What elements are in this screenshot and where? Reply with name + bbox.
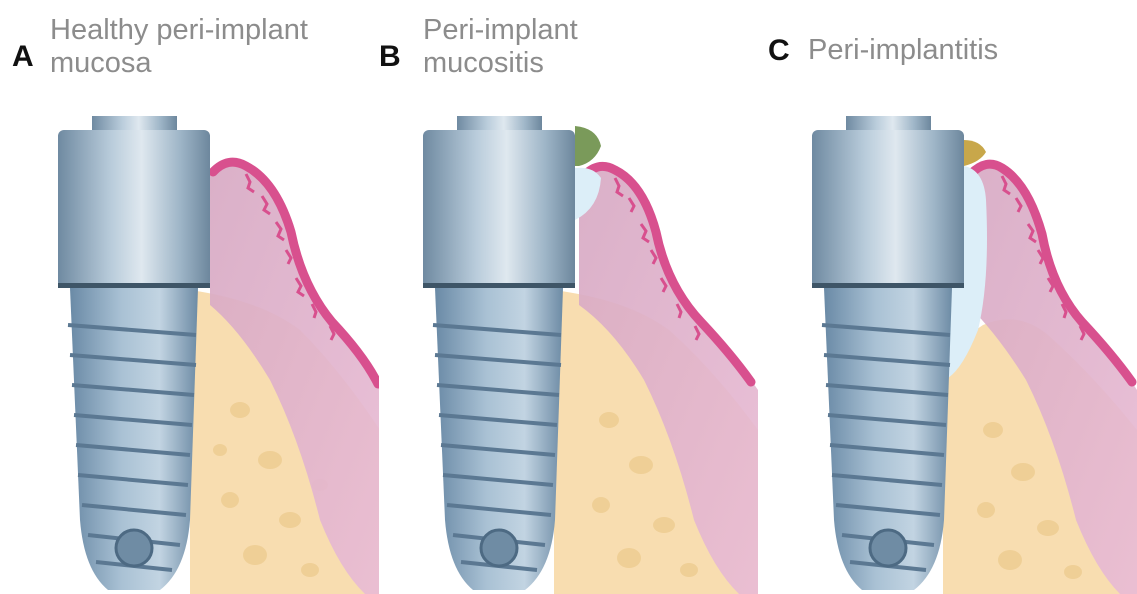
panel-title: Peri-implantitis [808, 34, 998, 67]
implant [58, 116, 210, 590]
abutment-collar [812, 283, 964, 288]
implant-apex-hole [116, 530, 152, 566]
abutment-collar [58, 283, 210, 288]
panel-letter: B [379, 40, 401, 74]
panel-title-line2: mucosa [50, 47, 308, 80]
implant [423, 116, 575, 590]
peri-implantitis-illustration [758, 100, 1137, 594]
panel-b: B Peri-implant mucositis [379, 0, 758, 594]
implant-apex-hole [481, 530, 517, 566]
panel-a: A Healthy peri-implant mucosa [0, 0, 379, 594]
abutment [423, 130, 575, 288]
panel-letter: C [768, 34, 790, 68]
panel-title: Peri-implant mucositis [423, 14, 578, 80]
healthy-implant-illustration [0, 100, 379, 594]
mucositis-illustration [379, 100, 758, 594]
panel-c: C Peri-implantitis [758, 0, 1137, 594]
panel-letter: A [12, 40, 34, 74]
panel-title-line2: mucositis [423, 47, 578, 80]
panel-title-line1: Healthy peri-implant [50, 14, 308, 47]
panel-title-line1: Peri-implantitis [808, 34, 998, 67]
abutment [58, 130, 210, 288]
abutment-collar [423, 283, 575, 288]
implant [812, 116, 964, 590]
plaque-deposit [575, 126, 601, 166]
panel-title-line1: Peri-implant [423, 14, 578, 47]
panel-title: Healthy peri-implant mucosa [50, 14, 308, 80]
implant-apex-hole [870, 530, 906, 566]
abutment [812, 130, 964, 288]
